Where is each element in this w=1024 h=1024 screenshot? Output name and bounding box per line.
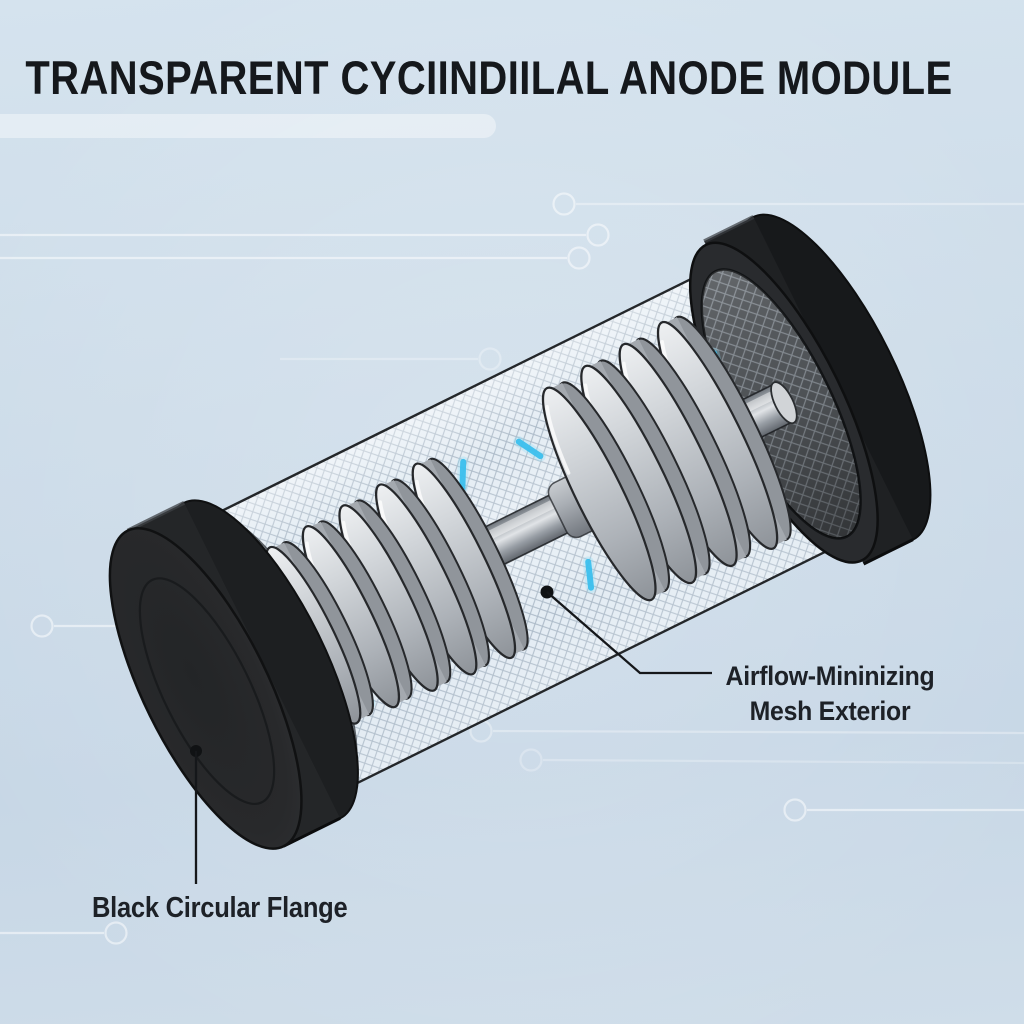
circuit-traces [0,114,1024,945]
page-title: TRANSPARENT CYCIINDIILAL ANODE MODULE [25,51,953,104]
glow-tick [585,558,595,591]
glow-tick [515,438,544,460]
label-mesh-exterior-line1: Airflow-Mininizing [725,661,935,691]
glow-tick [459,458,467,491]
leader-lines [190,585,712,884]
flange-inner-ring [138,577,276,806]
label-mesh-exterior-line2: Mesh Exterior [749,696,911,726]
anode-disc [580,359,711,585]
shaft-end-stub [770,381,798,425]
highlight-band [0,114,496,138]
anode-module-illustration [108,213,932,850]
anode-disc-stack [265,315,792,725]
label-mesh-exterior: Airflow-Mininizing Mesh Exterior [715,659,945,729]
anode-disc [338,499,452,692]
flange-leader [190,745,202,884]
anode-disc [541,381,670,602]
mesh-leader [540,585,712,675]
black-circular-flange [108,499,359,850]
anode-disc [301,520,413,709]
anode-disc [618,337,752,568]
label-black-flange: Black Circular Flange [92,892,348,924]
anode-disc [375,478,490,676]
anode-disc [411,457,529,660]
